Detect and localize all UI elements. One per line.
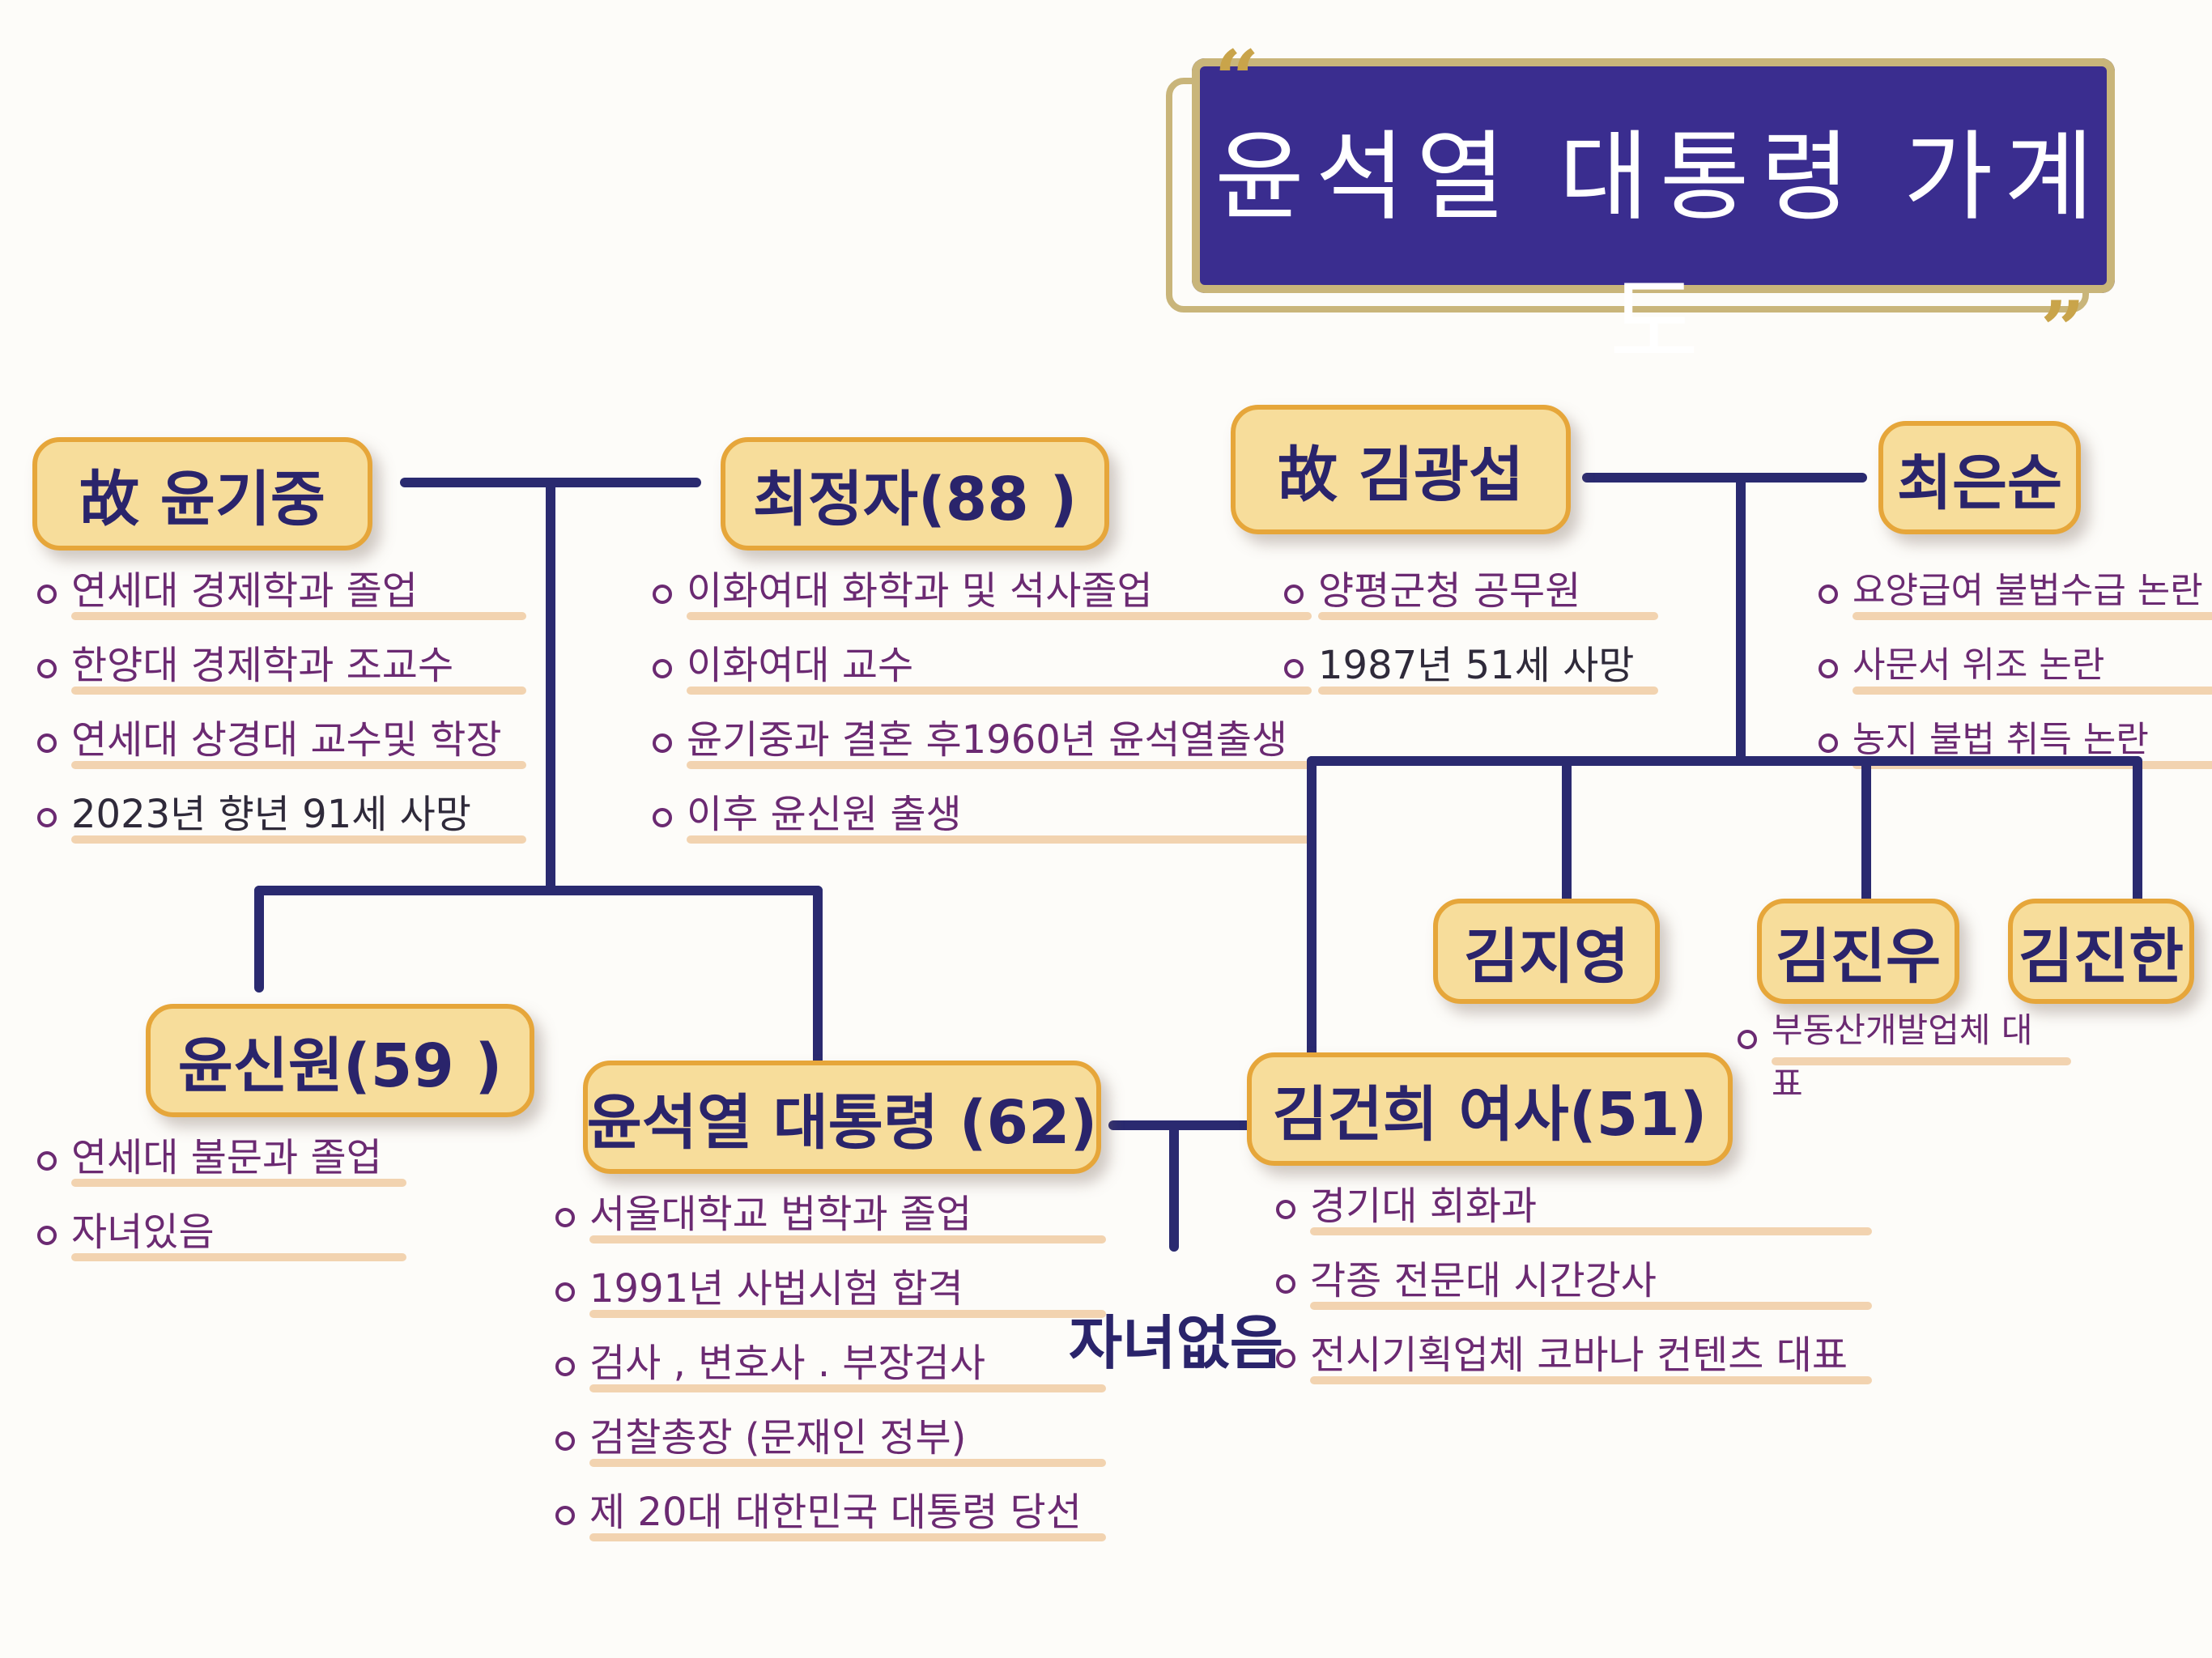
- node-kim-jinwoo: 김진우: [1757, 899, 1959, 1004]
- no-children-label: 자녀없음: [1069, 1309, 1283, 1377]
- detail-item: 서울대학교 법학과 졸업: [551, 1182, 1106, 1256]
- detail-item: 연세대 상경대 교수및 학장: [32, 708, 526, 782]
- details-yoon-sinwon: 연세대 불문과 졸업 자녀있음: [32, 1125, 406, 1274]
- page-title: 윤석열 대통령 가계도: [1214, 121, 2105, 380]
- details-kim-jinwoo: 부동산개발업체 대표: [1733, 1004, 2071, 1111]
- node-kim-jinhan: 김진한: [2008, 899, 2194, 1004]
- details-kim-gwangseop: 양평군청 공무원 1987년 51세 사망: [1279, 559, 1659, 708]
- detail-item: 1987년 51세 사망: [1279, 633, 1659, 708]
- details-kim-geonhee: 경기대 회화과 각종 전문대 시간강사 전시기획업체 코바나 컨텐츠 대표: [1271, 1174, 1873, 1397]
- node-yoon-gijung: 故 윤기중: [32, 437, 372, 551]
- detail-item: 이화여대 화학과 및 석사졸업: [648, 559, 1312, 633]
- detail-item: 농지 불법 취득 논란: [1814, 708, 2212, 782]
- detail-item: 연세대 불문과 졸업: [32, 1125, 406, 1200]
- node-kim-gwangseop: 故 김광섭: [1231, 405, 1571, 534]
- detail-item: 연세대 경제학과 졸업: [32, 559, 526, 633]
- node-kim-jiyeong: 김지영: [1433, 899, 1660, 1004]
- details-yoon-sukyeol: 서울대학교 법학과 졸업 1991년 사법시험 합격 검사 , 변호사 . 부장…: [551, 1182, 1106, 1554]
- detail-item: 사문서 위조 논란: [1814, 633, 2212, 708]
- detail-item: 부동산개발업체 대표: [1733, 1004, 2071, 1111]
- node-choi-jeongja: 최정자(88 ): [721, 437, 1109, 551]
- detail-item: 1991년 사법시험 합격: [551, 1256, 1106, 1331]
- detail-item: 이화여대 교수: [648, 633, 1312, 708]
- details-choi-jeongja: 이화여대 화학과 및 석사졸업 이화여대 교수 윤기중과 결혼 후1960년 윤…: [648, 559, 1312, 857]
- detail-item: 전시기획업체 코바나 컨텐츠 대표: [1271, 1323, 1873, 1397]
- close-quote-mark: ”: [2040, 284, 2086, 376]
- title-box: [1192, 58, 2115, 293]
- detail-item: 윤기중과 결혼 후1960년 윤석열출생: [648, 708, 1312, 782]
- detail-item: 한양대 경제학과 조교수: [32, 633, 526, 708]
- node-yoon-sinwon: 윤신원(59 ): [146, 1004, 534, 1117]
- node-kim-geonhee: 김건희 여사(51): [1247, 1052, 1733, 1166]
- detail-item: 각종 전문대 시간강사: [1271, 1248, 1873, 1323]
- detail-item: 검사 , 변호사 . 부장검사: [551, 1331, 1106, 1405]
- open-quote-mark: “: [1214, 33, 1260, 125]
- detail-item: 요양급여 불법수급 논란: [1814, 559, 2212, 633]
- detail-item: 검찰총장 (문재인 정부): [551, 1405, 1106, 1480]
- detail-item: 이후 윤신원 출생: [648, 782, 1312, 857]
- detail-item: 자녀있음: [32, 1200, 406, 1274]
- node-yoon-sukyeol: 윤석열 대통령 (62): [583, 1061, 1101, 1174]
- details-choi-eunsun: 요양급여 불법수급 논란 사문서 위조 논란 농지 불법 취득 논란: [1814, 559, 2212, 782]
- detail-item: 양평군청 공무원: [1279, 559, 1659, 633]
- details-yoon-gijung: 연세대 경제학과 졸업 한양대 경제학과 조교수 연세대 상경대 교수및 학장 …: [32, 559, 526, 857]
- detail-item: 2023년 향년 91세 사망: [32, 782, 526, 857]
- detail-item: 제 20대 대한민국 대통령 당선: [551, 1480, 1106, 1554]
- detail-item: 경기대 회화과: [1271, 1174, 1873, 1248]
- node-choi-eunsun: 최은순: [1878, 421, 2081, 534]
